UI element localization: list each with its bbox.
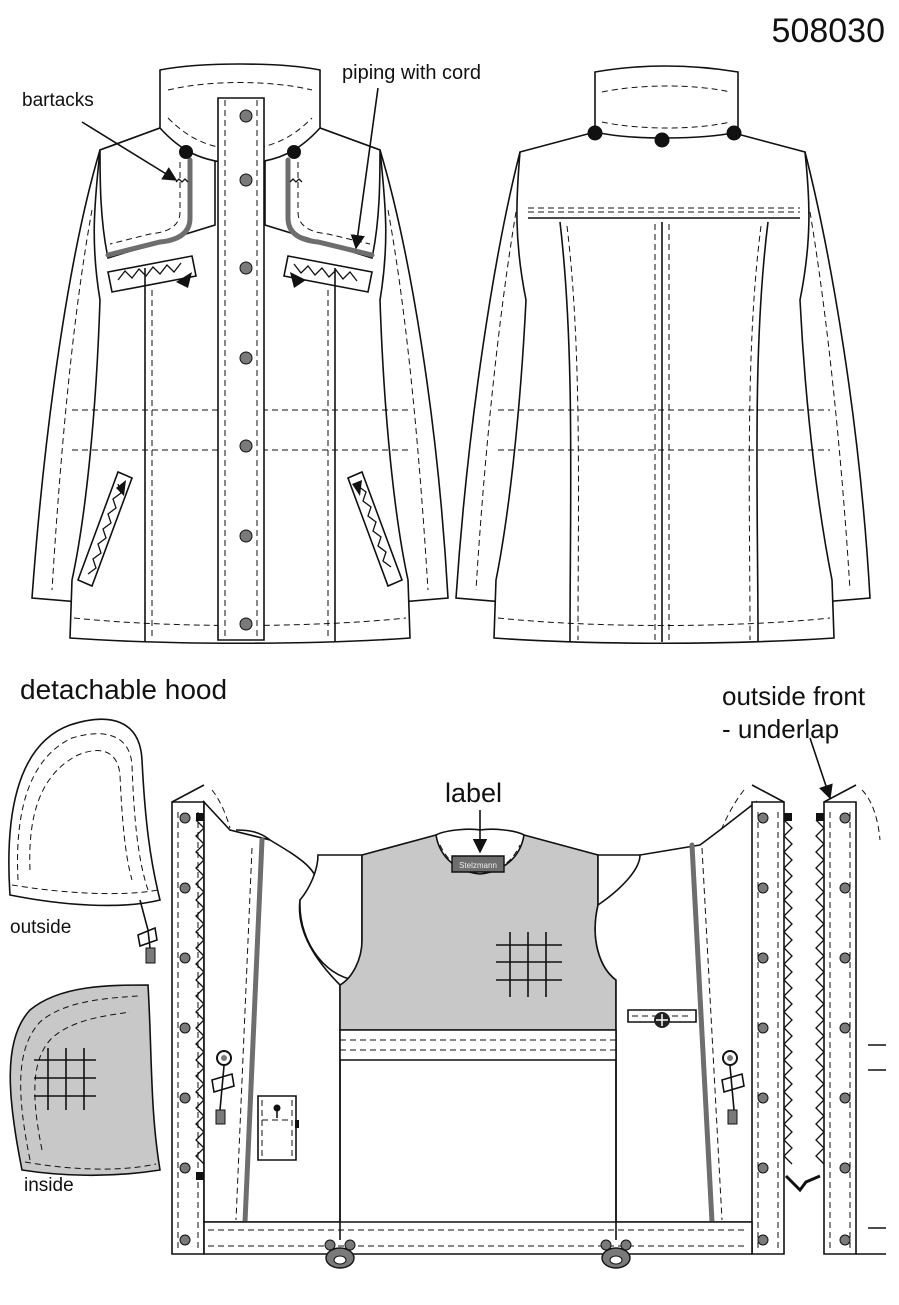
outside-front-line-2: - underlap — [722, 714, 840, 744]
model-number: 508030 — [771, 12, 885, 50]
label-callout: label — [445, 778, 503, 808]
hood-outside-label: outside — [10, 917, 72, 938]
hood-inside-label: inside — [24, 1175, 74, 1196]
outside-front-label: outside front - underlap — [722, 680, 865, 746]
hem-band — [204, 1222, 752, 1254]
back-collar-button-center — [654, 132, 670, 148]
piping-right — [288, 160, 372, 255]
back-collar — [595, 66, 738, 138]
lower-zip-pocket-left — [78, 472, 132, 586]
hood-inside — [10, 985, 160, 1175]
back-collar-button-left — [587, 125, 603, 141]
bartacks-arrow — [82, 122, 178, 181]
piping-arrow — [350, 88, 378, 250]
jacket-front-view — [32, 64, 448, 643]
lower-zip-pocket-right — [348, 472, 402, 586]
drawcord-left — [212, 1051, 234, 1124]
grid-patch — [496, 932, 562, 997]
outside-front-arrow — [810, 738, 833, 800]
chest-zip-pocket-left — [108, 256, 196, 292]
left-facing-snaps — [180, 813, 190, 1245]
jacket-back-view — [456, 66, 870, 643]
inner-pocket-left — [258, 1096, 299, 1160]
jacket-inside-view: Stelzmann — [172, 738, 886, 1268]
brand-label-text: Stelzmann — [459, 861, 497, 870]
hood-outside — [9, 719, 160, 963]
right-facing-snaps — [758, 813, 768, 1245]
piping-left — [108, 160, 190, 255]
piping-label: piping with cord — [342, 62, 481, 84]
front-placket — [218, 98, 264, 640]
collar-button-right — [287, 145, 301, 159]
chest-zip-pocket-right — [284, 256, 372, 292]
bartacks-label: bartacks — [22, 90, 94, 111]
detachable-hood-label: detachable hood — [20, 674, 228, 705]
underlap-snaps — [840, 813, 850, 1245]
inner-zip-pocket-right — [628, 1010, 696, 1028]
back-body — [494, 132, 834, 643]
brand-label — [452, 856, 504, 872]
collar-button-left — [179, 145, 193, 159]
outside-front-line-1: outside front — [722, 681, 866, 711]
hem-toggle-right — [601, 1222, 631, 1268]
back-collar-button-right — [726, 125, 742, 141]
hem-toggle-left — [325, 1222, 355, 1268]
drawcord-right — [722, 1051, 744, 1124]
placket-snaps — [240, 110, 252, 630]
